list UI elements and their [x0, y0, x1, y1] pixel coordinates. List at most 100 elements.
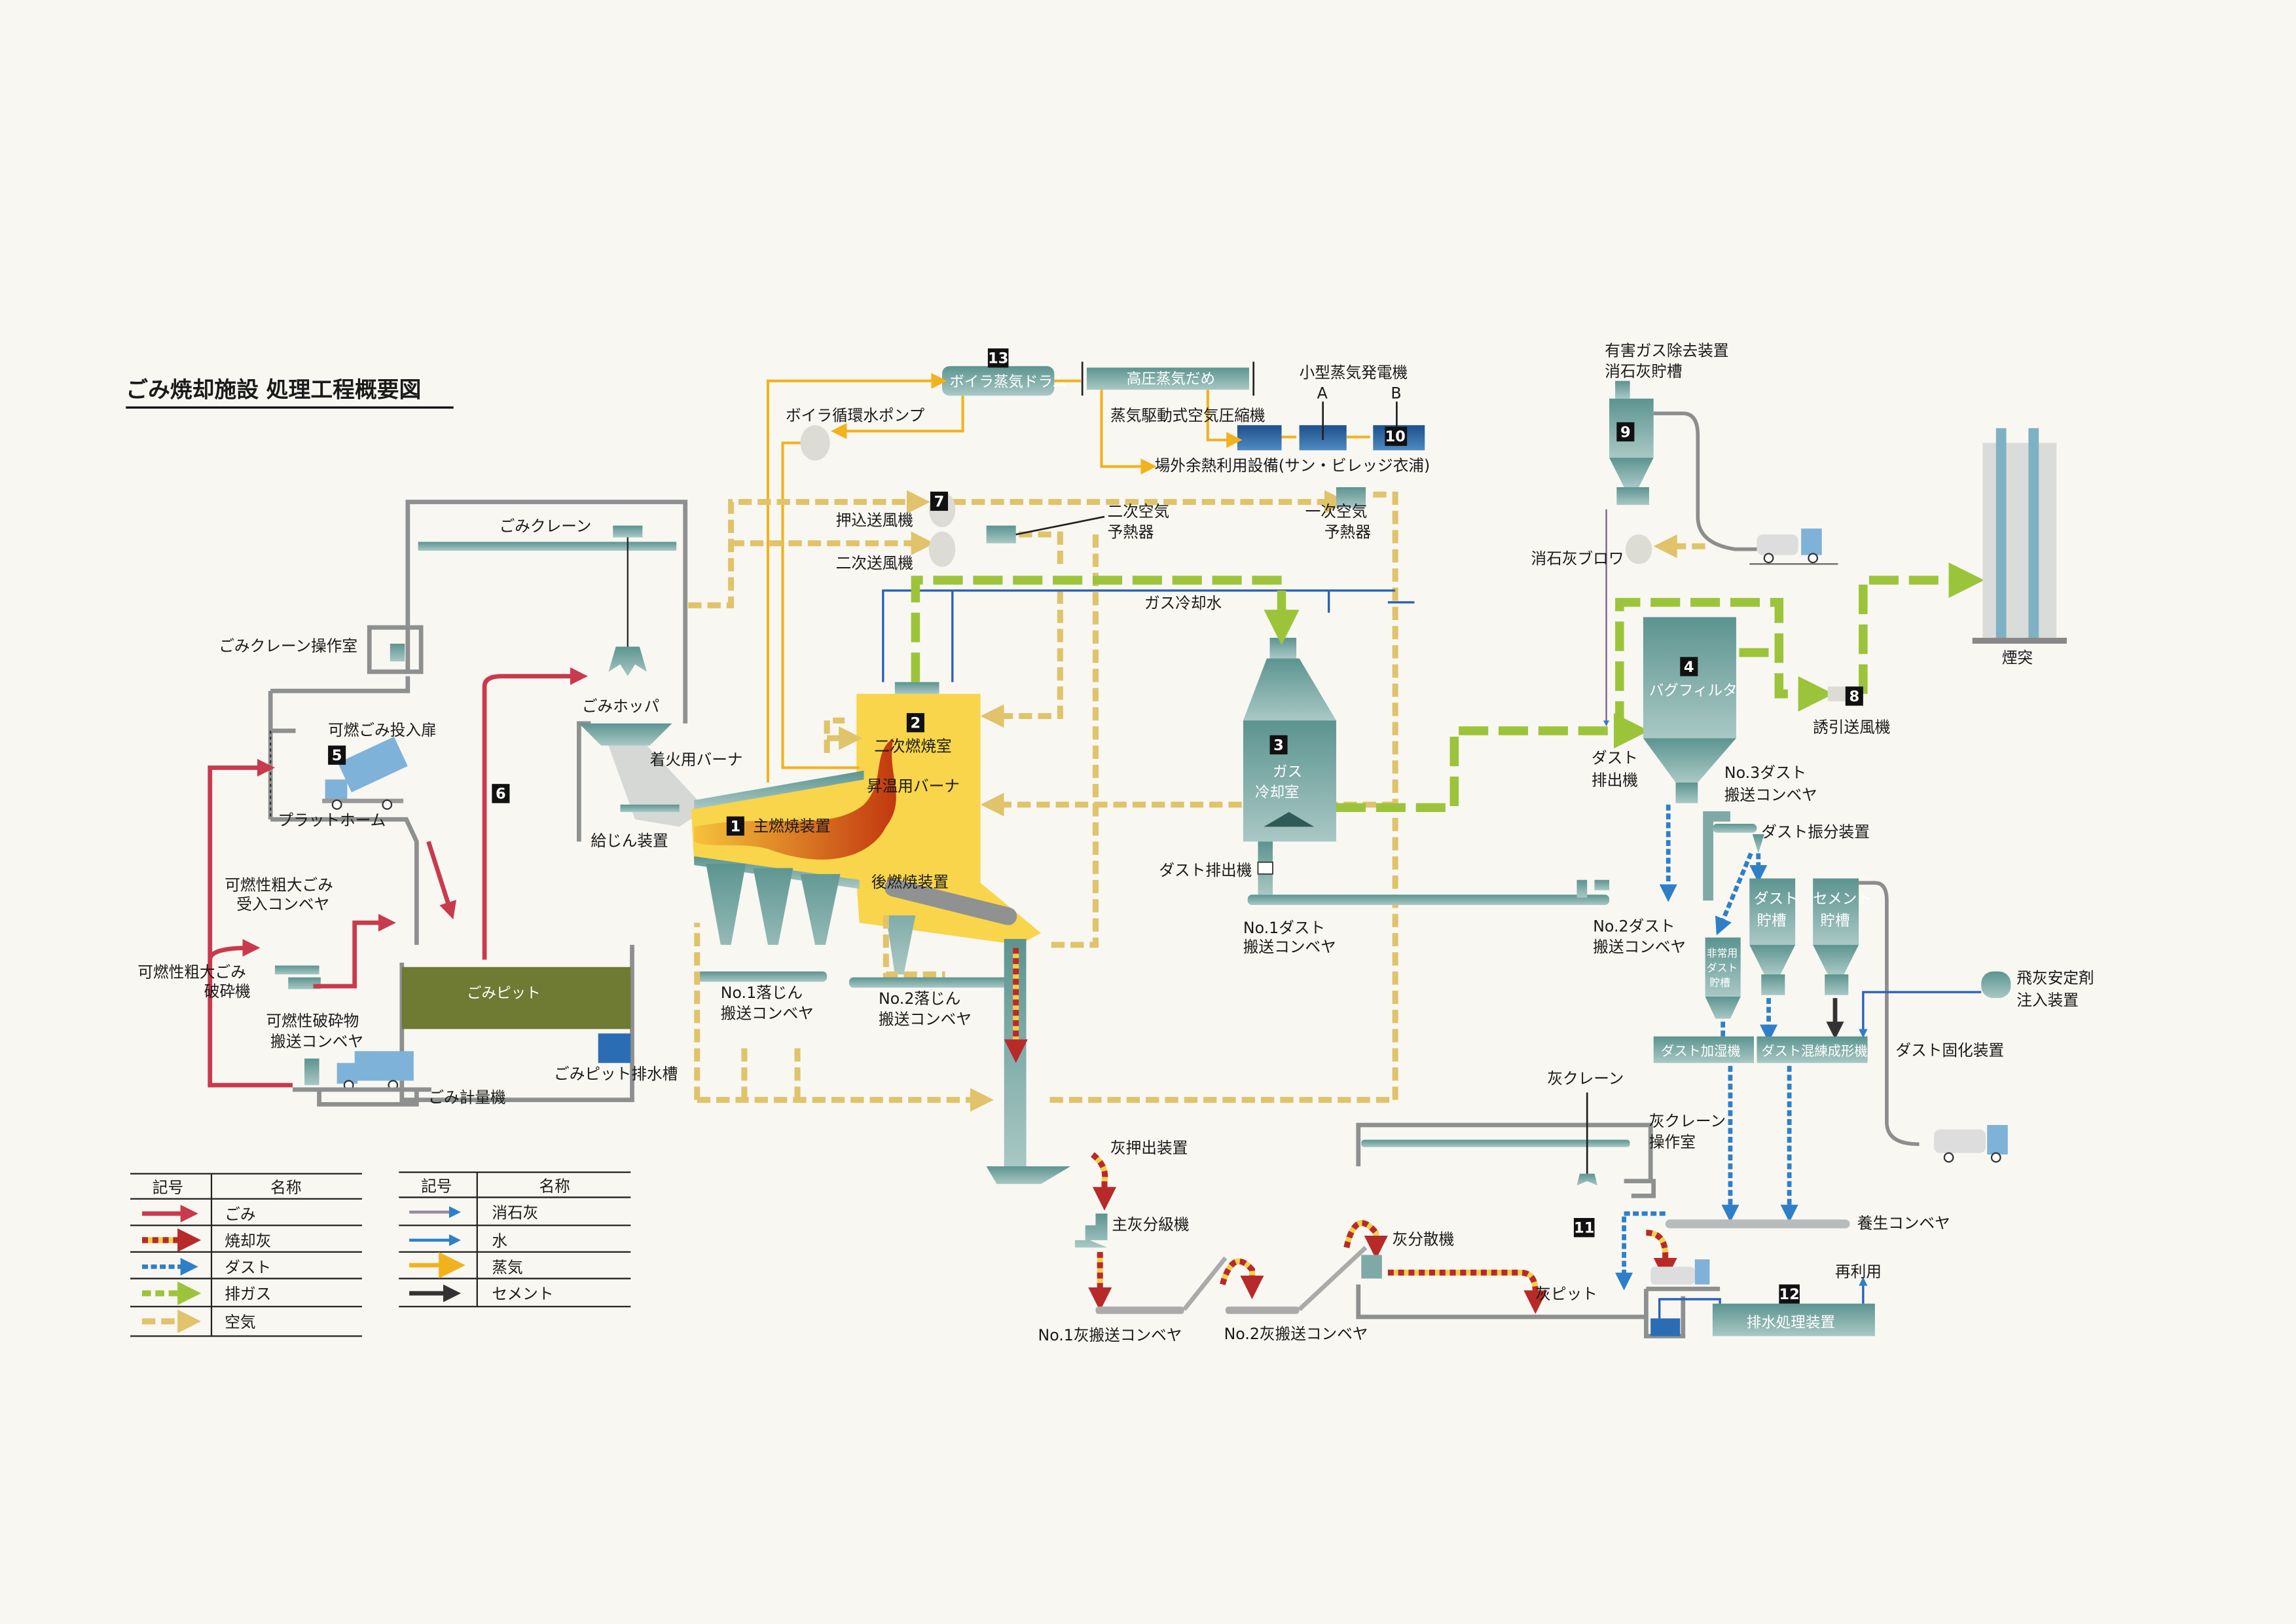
- feeder: [620, 804, 680, 812]
- secondary-preheater: [986, 525, 1016, 544]
- label-idf: 誘引送風機: [1813, 718, 1890, 736]
- label-secondary-fan: 二次送風機: [836, 554, 913, 572]
- label-generator: 小型蒸気発電機: [1300, 363, 1408, 382]
- label-primary-preheater-2: 予熱器: [1324, 523, 1371, 542]
- steam-drum: [941, 366, 1055, 396]
- label-bulky-receiving-2: 受入コンベヤ: [236, 895, 329, 913]
- label: 焼却灰: [225, 1232, 271, 1250]
- label-secondary-preheater-2: 予熱器: [1108, 523, 1154, 542]
- label-gas-cooler: ガス: [1273, 764, 1302, 781]
- label: 5: [332, 747, 342, 764]
- label-gomi-crane-room: ごみクレーン操作室: [219, 637, 357, 655]
- label-cement-silo-2: 貯槽: [1820, 913, 1850, 930]
- page-title: ごみ焼却施設 処理工程概要図: [126, 377, 421, 402]
- legend-table-right: 記号 名称 消石灰 水 蒸気 セメント: [399, 1171, 631, 1308]
- steam-header: [1086, 367, 1249, 390]
- label-emergency-silo-2: ダスト: [1707, 961, 1738, 974]
- label-secondary-chamber: 二次燃焼室: [874, 737, 951, 756]
- label: 2: [911, 714, 921, 731]
- label-ash-crane: 灰クレーン: [1547, 1069, 1624, 1088]
- label-ash-crane-room: 灰クレーン: [1649, 1112, 1726, 1130]
- label-ash-disperser: 灰分散機: [1393, 1230, 1455, 1249]
- label-emergency-silo: 非常用: [1707, 947, 1738, 959]
- incinerator: [691, 682, 1071, 1185]
- label-pit-drain: ごみピット排水槽: [554, 1065, 678, 1083]
- label-ash-conveyor-1: No.1灰搬送コンベヤ: [1038, 1326, 1182, 1344]
- label: 12: [1779, 1286, 1799, 1303]
- pit-drain-tank: [598, 1033, 631, 1063]
- label-siftings-2: No.2落じん: [879, 989, 960, 1008]
- legend-header-name: 名称: [270, 1179, 301, 1197]
- dump-truck-icon: [322, 736, 408, 810]
- label-gen-a: A: [1317, 384, 1328, 403]
- label: ダスト: [225, 1258, 271, 1276]
- exhaust-gas-lines: [911, 562, 1984, 812]
- slaked-lime-silo: [1603, 380, 1757, 727]
- labels: ごみクレーン ごみクレーン操作室 可燃ごみ投入扉 プラットホーム 可燃性粗大ごみ…: [137, 341, 2094, 1344]
- label: 名称: [539, 1177, 570, 1195]
- label-dust-discharger-2b: 排出機: [1592, 771, 1638, 789]
- label-dust-conveyor-3: No.3ダスト: [1724, 764, 1806, 782]
- crane-trolley: [613, 525, 643, 538]
- label-bulky-receiving: 可燃性粗大ごみ: [225, 876, 333, 894]
- label-gas-cooler-2: 冷却室: [1255, 784, 1300, 801]
- ash-system: [1004, 948, 1875, 1338]
- steam-header-label: 高圧蒸気だめ: [1127, 371, 1215, 388]
- label: ごみ: [225, 1205, 255, 1223]
- crusher-icon: [274, 965, 321, 989]
- label-dust-silo-2: 貯槽: [1757, 913, 1787, 930]
- label: 水: [492, 1232, 507, 1250]
- bag-filter: [1643, 617, 1736, 803]
- label-bag-filter: バグフィルタ: [1649, 682, 1738, 699]
- label-reuse: 再利用: [1835, 1263, 1882, 1281]
- steam-drum-label: ボイラ蒸気ドラム: [949, 374, 1067, 391]
- label-cement-silo: セメント: [1813, 891, 1872, 908]
- label: 3: [1273, 737, 1284, 754]
- air-compressor: [1237, 425, 1282, 451]
- label-stack: 煙突: [2002, 648, 2033, 667]
- steam-lines: [766, 373, 1370, 783]
- label-stabilizer-2: 注入装置: [2016, 991, 2079, 1009]
- label-ash-pit: 灰ピット: [1535, 1285, 1597, 1303]
- label-dust-discharger-1: ダスト排出機: [1159, 861, 1252, 879]
- label-siftings-1: No.1落じん: [721, 984, 803, 1002]
- label-lime-silo: 有害ガス除去装置: [1605, 341, 1728, 360]
- label-crushed-conveyor: 可燃性破砕物: [266, 1012, 359, 1030]
- packer-truck-icon: [292, 1051, 431, 1107]
- label-door: 可燃ごみ投入扉: [328, 721, 437, 739]
- label: 蒸気: [492, 1258, 522, 1276]
- label-gomi-pit: ごみピット: [467, 985, 541, 1002]
- label: 4: [1684, 659, 1694, 676]
- label-scale: ごみ計量機: [428, 1088, 505, 1107]
- label-secondary-preheater: 二次空気: [1108, 502, 1170, 521]
- label-feeder: 給じん装置: [591, 832, 668, 850]
- label-platform: プラットホーム: [278, 811, 386, 829]
- label-dust-conveyor-2b: 搬送コンベヤ: [1593, 938, 1686, 956]
- label-stabilizer: 飛灰安定剤: [2016, 969, 2094, 987]
- label: 空気: [225, 1313, 255, 1331]
- dust-system: [1653, 804, 2011, 1228]
- label-ash-extruder: 灰押出装置: [1110, 1139, 1188, 1157]
- label-compressor: 蒸気駆動式空気圧縮機: [1110, 407, 1266, 425]
- label-dust-distributor: ダスト振分装置: [1761, 822, 1870, 841]
- label-emergency-silo-3: 貯槽: [1709, 976, 1730, 989]
- cooling-water-line: [882, 589, 1415, 682]
- number-badges: 1 2 3 4 5 6 7 8 9 10 11 12 13: [328, 348, 1863, 1304]
- label-main-combustion: 主燃焼装置: [753, 817, 830, 835]
- label: 8: [1849, 688, 1859, 705]
- label-siftings-2b: 搬送コンベヤ: [879, 1010, 972, 1029]
- gomi-flow-lines: [208, 667, 588, 1088]
- label: 9: [1620, 424, 1631, 441]
- label: 記号: [421, 1177, 452, 1195]
- label-ash-conveyor-2: No.2灰搬送コンベヤ: [1224, 1325, 1368, 1343]
- label: 6: [496, 786, 506, 803]
- air-lines: [688, 490, 1398, 1112]
- label-dust-conveyor-3b: 搬送コンベヤ: [1724, 786, 1817, 804]
- label-bulky-crusher-2: 破砕機: [204, 982, 251, 1001]
- label-siftings-1b: 搬送コンベヤ: [721, 1005, 814, 1023]
- label-hopper: ごみホッパ: [582, 697, 659, 716]
- label: 13: [988, 350, 1008, 367]
- label-curing-conveyor: 養生コンベヤ: [1857, 1214, 1950, 1232]
- label-gomi-crane: ごみクレーン: [500, 517, 592, 536]
- label-dust-conveyor-1: No.1ダスト: [1243, 919, 1325, 937]
